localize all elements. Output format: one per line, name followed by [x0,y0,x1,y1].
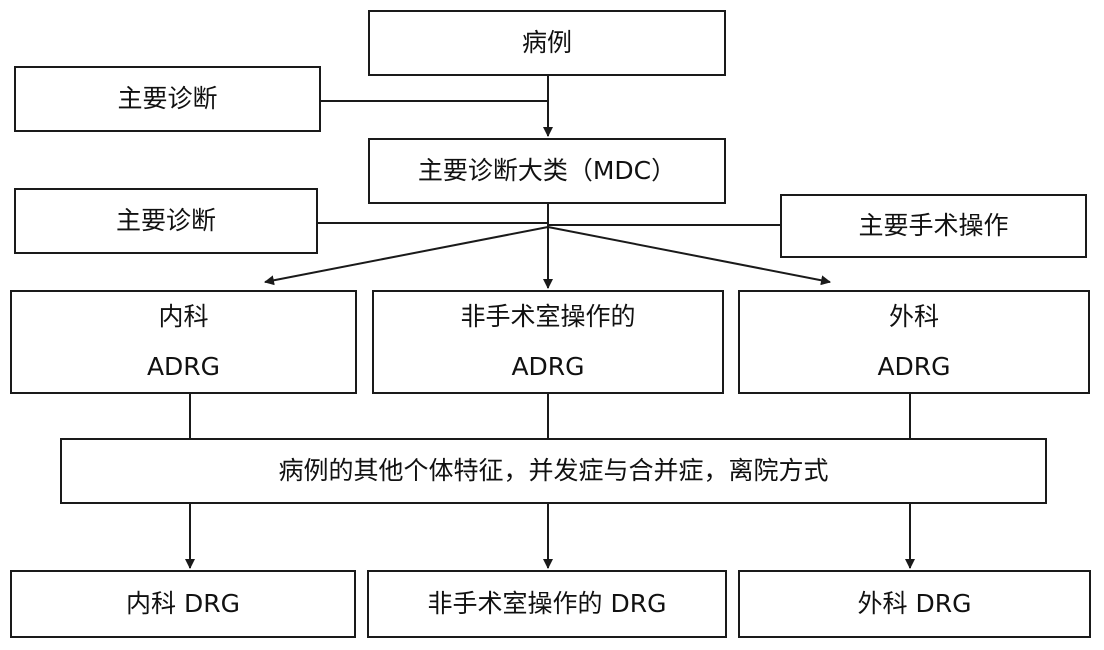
drg-nonsurgical-box: 非手术室操作的 DRG [367,570,727,638]
drg-surgical-label: 外科 DRG [857,589,972,618]
principal-procedure-label: 主要手术操作 [858,211,1009,240]
drg-medical-label: 内科 DRG [126,589,240,618]
case-features-box: 病例的其他个体特征，并发症与合并症，离院方式 [60,438,1047,504]
principal-diagnosis-label: 主要诊断 [117,84,218,113]
principal-diagnosis-box-middle: 主要诊断 [14,188,318,254]
arrow-to-adrg-medical [264,226,549,286]
drg-surgical-box: 外科 DRG [738,570,1091,638]
adrg-surgical-code: ADRG [877,352,951,381]
mdc-box: 主要诊断大类（MDC） [368,138,726,204]
principal-diagnosis-box-top: 主要诊断 [14,66,321,132]
adrg-medical-code: ADRG [146,352,221,381]
principal-diagnosis-label: 主要诊断 [115,206,216,235]
mdc-label: 主要诊断大类（MDC） [417,156,677,185]
drg-nonsurgical-label: 非手术室操作的 DRG [427,589,667,618]
adrg-surgical-box: 外科 ADRG [738,290,1090,394]
case-label: 病例 [521,28,572,57]
drg-medical-box: 内科 DRG [10,570,356,638]
adrg-medical-name: 内科 [158,302,209,331]
adrg-nonsurgical-name: 非手术室操作的 [460,302,636,331]
adrg-nonsurgical-code: ADRG [511,352,585,381]
adrg-surgical-name: 外科 [888,302,939,331]
arrow-to-adrg-surgical [547,226,831,286]
case-box: 病例 [368,10,726,76]
adrg-nonsurgical-box: 非手术室操作的 ADRG [372,290,724,394]
adrg-medical-box: 内科 ADRG [10,290,357,394]
case-features-label: 病例的其他个体特征，并发症与合并症，离院方式 [278,456,829,485]
principal-procedure-box: 主要手术操作 [780,194,1087,258]
